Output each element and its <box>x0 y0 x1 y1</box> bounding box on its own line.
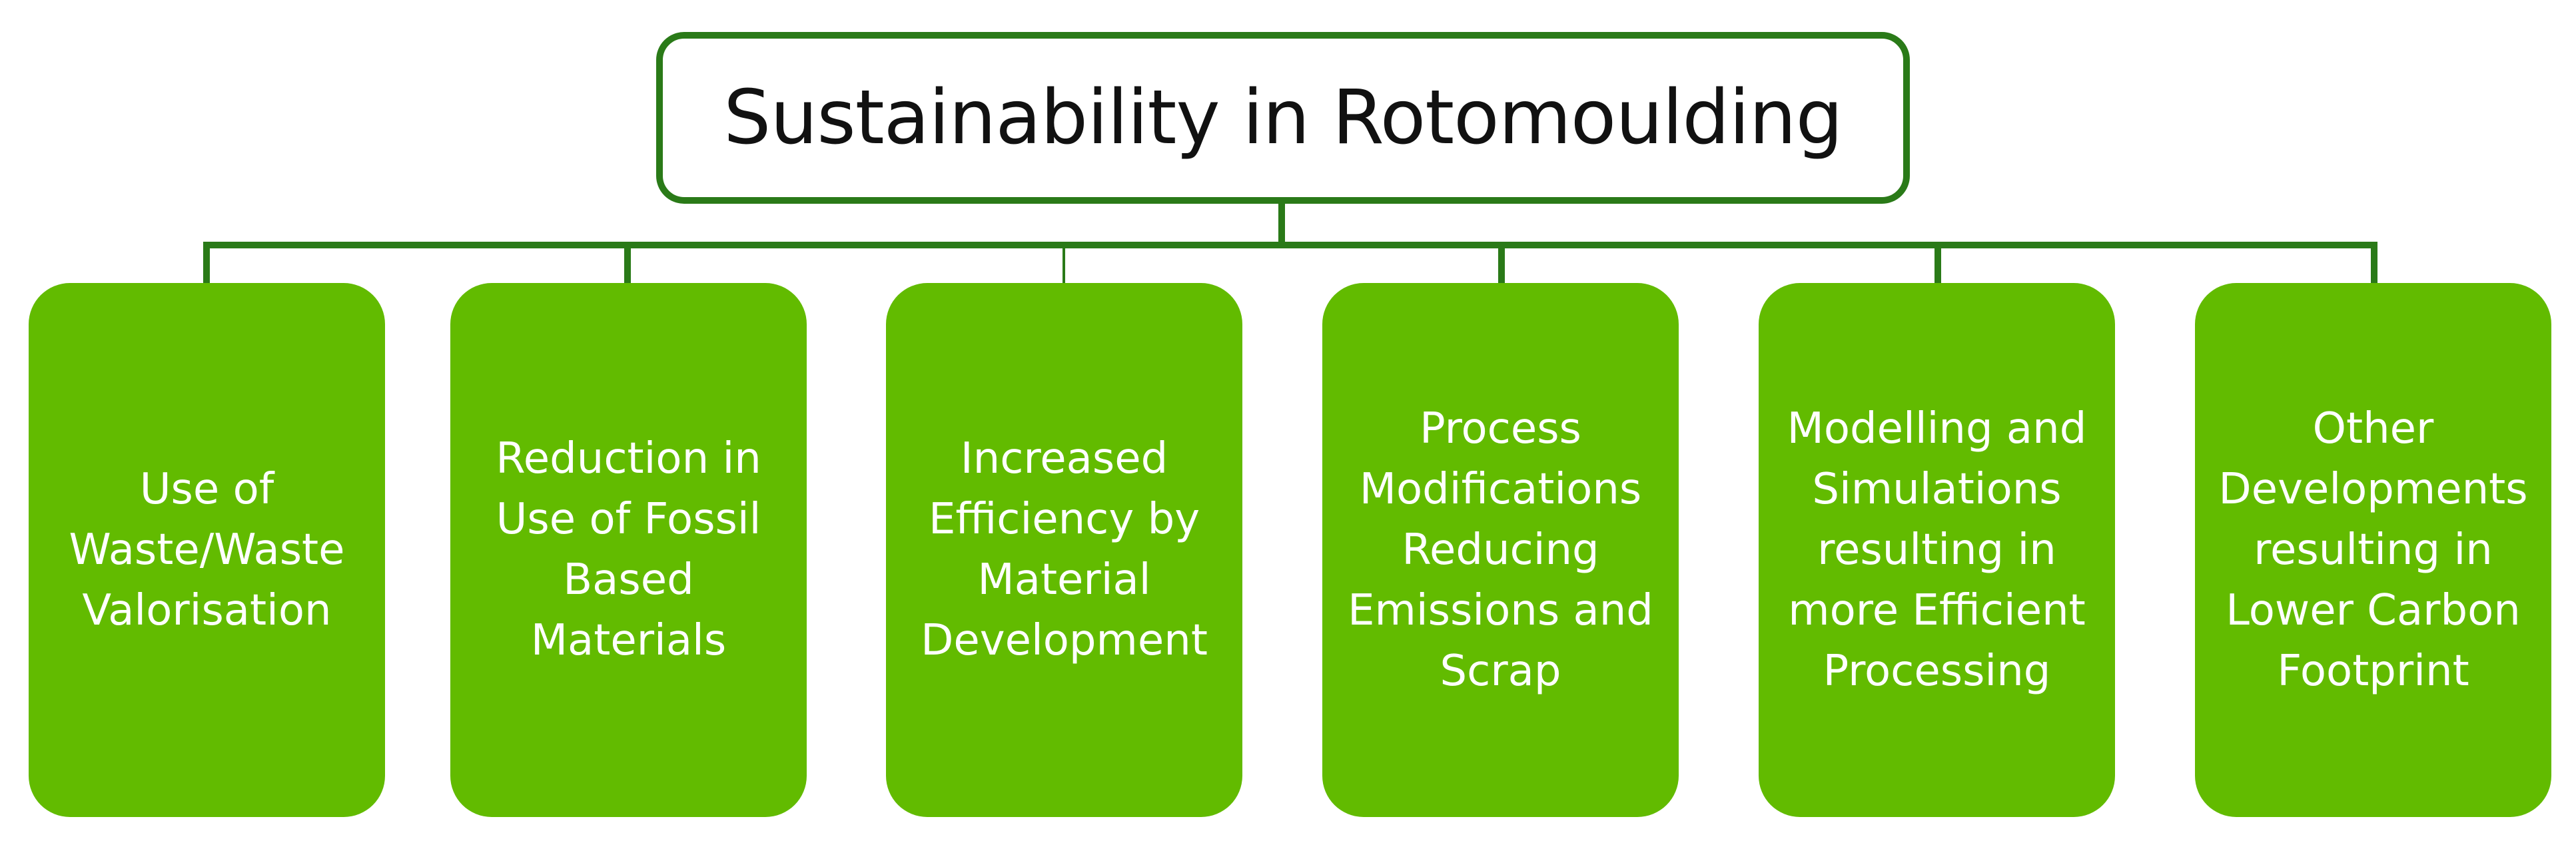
child-node-label: Increased Efficiency by Material Develop… <box>921 434 1208 665</box>
child-node-label: Use of Waste/Waste Valorisation <box>69 464 345 635</box>
root-node-label: Sustainability in Rotomoulding <box>723 75 1843 161</box>
child-4-connector <box>1498 242 1505 283</box>
child-2-connector <box>624 242 631 283</box>
child-node-label: Other Developments resulting in Lower Ca… <box>2218 404 2528 696</box>
child-3-connector <box>1063 242 1065 283</box>
child-node-label: Process Modifications Reducing Emissions… <box>1348 404 1653 696</box>
child-node-material-efficiency: Increased Efficiency by Material Develop… <box>886 283 1242 817</box>
child-node-fossil-reduction: Reduction in Use of Fossil Based Materia… <box>450 283 807 817</box>
horizontal-bus-connector <box>203 242 2377 248</box>
child-1-connector <box>203 242 210 283</box>
child-5-connector <box>1934 242 1941 283</box>
child-6-connector <box>2371 242 2377 283</box>
child-node-other-developments: Other Developments resulting in Lower Ca… <box>2195 283 2551 817</box>
root-stem-connector <box>1278 204 1285 245</box>
child-node-modelling-simulations: Modelling and Simulations resulting in m… <box>1759 283 2115 817</box>
child-node-label: Modelling and Simulations resulting in m… <box>1787 404 2087 696</box>
root-node: Sustainability in Rotomoulding <box>656 32 1910 204</box>
child-node-waste-valorisation: Use of Waste/Waste Valorisation <box>29 283 385 817</box>
child-node-label: Reduction in Use of Fossil Based Materia… <box>496 434 761 665</box>
child-node-process-modifications: Process Modifications Reducing Emissions… <box>1322 283 1679 817</box>
